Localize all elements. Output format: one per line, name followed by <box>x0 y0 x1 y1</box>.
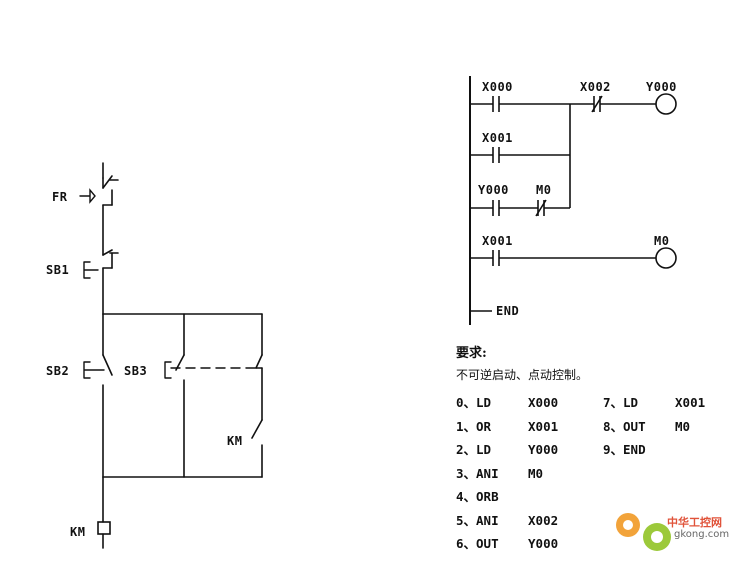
watermark-url: gkong.com <box>674 529 730 540</box>
program-line: 3、ANI M0 <box>456 463 543 482</box>
program-instruction: LD <box>623 395 639 410</box>
x001-label: X001 <box>482 234 513 248</box>
program-operand: M0 <box>675 418 691 434</box>
program-step-number: 2、 <box>456 442 477 457</box>
rung-1-branch-y000-m0 <box>470 104 571 217</box>
program-operand: Y000 <box>528 442 559 457</box>
program-step-number: 0、 <box>456 395 477 410</box>
km-coil <box>97 521 111 535</box>
program-line: 7、LD X001 <box>603 392 705 411</box>
relay-circuit <box>79 162 263 549</box>
requirements-title: 要求: <box>456 346 487 361</box>
program-line: 9、END <box>603 439 675 458</box>
rung-1-branch-x001 <box>470 147 570 163</box>
program-line: 4、ORB <box>456 486 528 505</box>
sb1-contact <box>83 249 119 279</box>
program-step-number: 9、 <box>603 442 624 457</box>
program-step-number: 6、 <box>456 536 477 551</box>
program-operand: X001 <box>528 418 559 434</box>
rung-1 <box>470 93 677 115</box>
requirements-subtitle: 不可逆启动、点动控制。 <box>456 368 589 382</box>
program-line: 6、OUT Y000 <box>456 533 558 552</box>
sb3-label: SB3 <box>124 364 148 378</box>
km-contact-label: KM <box>227 434 243 448</box>
program-step-number: 7、 <box>603 395 624 410</box>
program-step-number: 4、 <box>456 489 477 504</box>
fr-contact <box>79 175 119 256</box>
y000-coil-label: Y000 <box>646 80 677 94</box>
program-instruction: OUT <box>623 418 646 434</box>
ladder-diagram <box>469 76 677 325</box>
program-instruction: LD <box>476 395 492 410</box>
program-instruction: LD <box>476 442 492 457</box>
x002-label: X002 <box>580 80 611 94</box>
program-operand: Y000 <box>528 536 559 551</box>
m0-contact-label: M0 <box>536 183 552 197</box>
program-instruction: ANI <box>476 512 499 528</box>
program-line: 2、LD Y000 <box>456 439 558 458</box>
fr-label: FR <box>52 190 68 204</box>
program-step-number: 5、 <box>456 512 477 528</box>
rung-2 <box>470 247 677 269</box>
x001-label: X001 <box>482 131 513 145</box>
program-operand: X002 <box>528 512 559 528</box>
program-line: 8、OUT M0 <box>603 416 690 435</box>
gkong-logo <box>616 513 671 551</box>
sb2-label: SB2 <box>46 364 70 378</box>
program-instruction: END <box>623 442 646 457</box>
program-instruction: ANI <box>476 465 499 481</box>
program-operand: X001 <box>675 395 706 410</box>
program-operand: M0 <box>528 465 544 481</box>
program-step-number: 8、 <box>603 418 624 434</box>
x000-label: X000 <box>482 80 513 94</box>
watermark-site-name: 中华工控网 <box>667 516 722 529</box>
program-line: 5、ANI X002 <box>456 510 558 529</box>
sb2-contact <box>83 313 113 478</box>
program-line: 0、LD X000 <box>456 392 558 411</box>
program-instruction: OR <box>476 418 492 434</box>
km-coil-label: KM <box>70 525 86 539</box>
program-step-number: 1、 <box>456 418 477 434</box>
program-instruction: OUT <box>476 536 499 551</box>
watermark: 中华工控网 gkong.com <box>612 506 742 556</box>
sb3-contact <box>164 313 263 478</box>
program-instruction: ORB <box>476 489 499 504</box>
program-line: 1、OR X001 <box>456 416 558 435</box>
y000-contact-label: Y000 <box>478 183 509 197</box>
sb1-label: SB1 <box>46 263 70 277</box>
m0-coil-label: M0 <box>654 234 670 248</box>
program-operand: X000 <box>528 395 559 410</box>
end-label: END <box>496 304 520 318</box>
km-contact <box>251 419 263 478</box>
program-step-number: 3、 <box>456 465 477 481</box>
